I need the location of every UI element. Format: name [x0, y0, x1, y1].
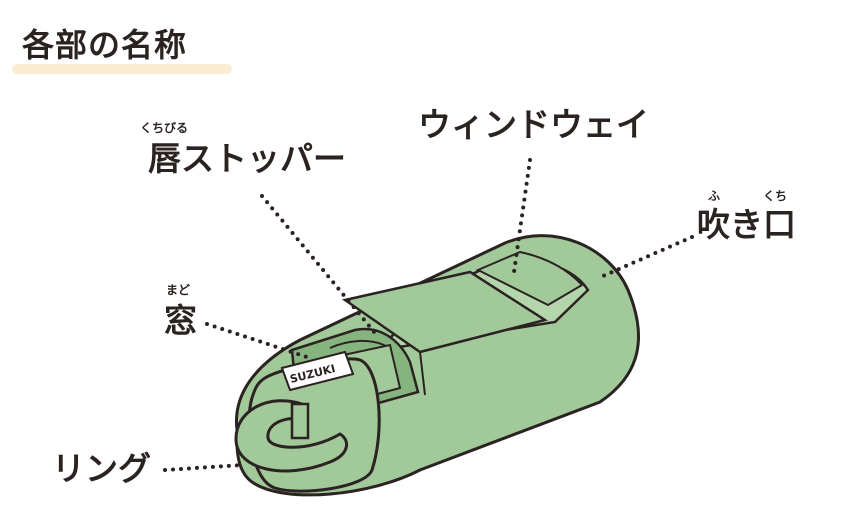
leader-lip-stopper	[260, 194, 377, 335]
title-highlight	[12, 64, 232, 74]
leader-ring	[163, 463, 244, 472]
label-windway-text: ウィンドウェイ	[418, 105, 649, 144]
label-ring-text: リング	[52, 449, 151, 488]
label-ring: リング	[52, 452, 151, 485]
label-windway: ウィンドウェイ	[418, 108, 649, 141]
leader-mouthpiece	[601, 235, 694, 278]
page-title: 各部の名称	[22, 26, 188, 64]
reading-mouthpiece-2: くち	[763, 189, 788, 203]
reading-mouthpiece-1: ふ	[708, 189, 721, 203]
brand-plate: SUZUKI	[280, 350, 355, 392]
leader-windway	[512, 158, 532, 274]
lip-stopper	[341, 270, 549, 354]
ring	[234, 399, 349, 473]
title-block: 各部の名称	[12, 14, 232, 74]
label-window-text: 窓	[164, 301, 197, 340]
windway-opening	[475, 250, 584, 307]
label-mouthpiece-text: 吹き口	[697, 205, 796, 244]
label-lip-stopper: くちびる 唇ストッパー	[140, 122, 346, 178]
reading-lip: くちびる	[140, 121, 189, 135]
label-mouthpiece: ふ くち 吹き口	[697, 190, 796, 244]
label-lip-stopper-text: 唇ストッパー	[148, 139, 346, 178]
leader-window	[205, 322, 312, 360]
reading-window: まど	[166, 283, 191, 297]
label-window: まど 窓	[164, 284, 197, 340]
